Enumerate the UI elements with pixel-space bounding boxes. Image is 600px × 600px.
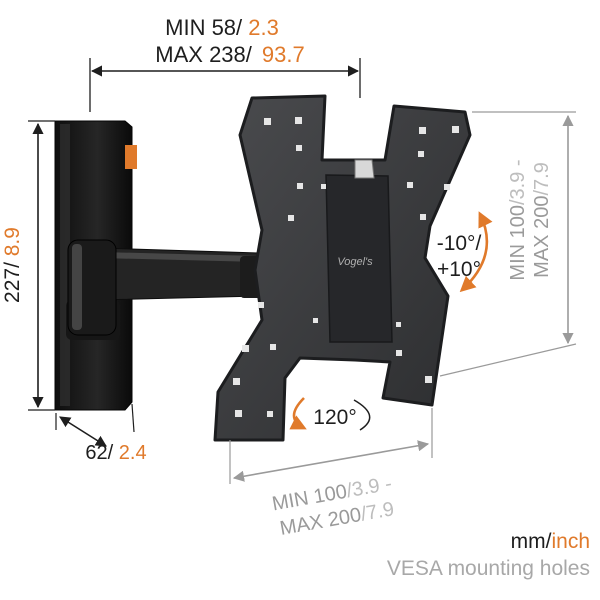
top-min-label: MIN 58/ 2.3: [165, 15, 279, 40]
plate-clip: [354, 159, 375, 179]
vesa-vertical-line1: MIN 100/3.9 -: [507, 159, 529, 280]
tilt-pos-label: +10°: [437, 258, 481, 281]
swivel-label: 120°: [313, 406, 356, 429]
vesa-vertical-line2: MAX 200/7.9: [531, 162, 553, 278]
swivel-arm: [67, 239, 264, 336]
rotation-arrows: [289, 211, 493, 431]
tilt-neg-label: -10°/: [437, 232, 482, 255]
vesa-holes: [233, 117, 459, 417]
vesa-caption: VESA mounting holes: [387, 557, 590, 580]
unit-legend: mm/inch: [511, 530, 590, 553]
dimension-lines: [28, 58, 361, 447]
top-max-label: MAX 238/93.7: [155, 42, 304, 67]
depth-label: 62/ 2.4: [85, 442, 146, 464]
height-label: 227/ 8.9: [1, 227, 24, 303]
vesa-dimension-lines: [229, 111, 577, 484]
swivel-arc-right: [353, 399, 371, 431]
tv-mounting-plate: Vogel's: [213, 94, 472, 442]
swivel-arrow-left: [289, 397, 307, 430]
safety-lock-tab: [125, 145, 137, 169]
brand-logo: Vogel's: [337, 256, 373, 268]
tilt-arrow: [459, 211, 493, 293]
